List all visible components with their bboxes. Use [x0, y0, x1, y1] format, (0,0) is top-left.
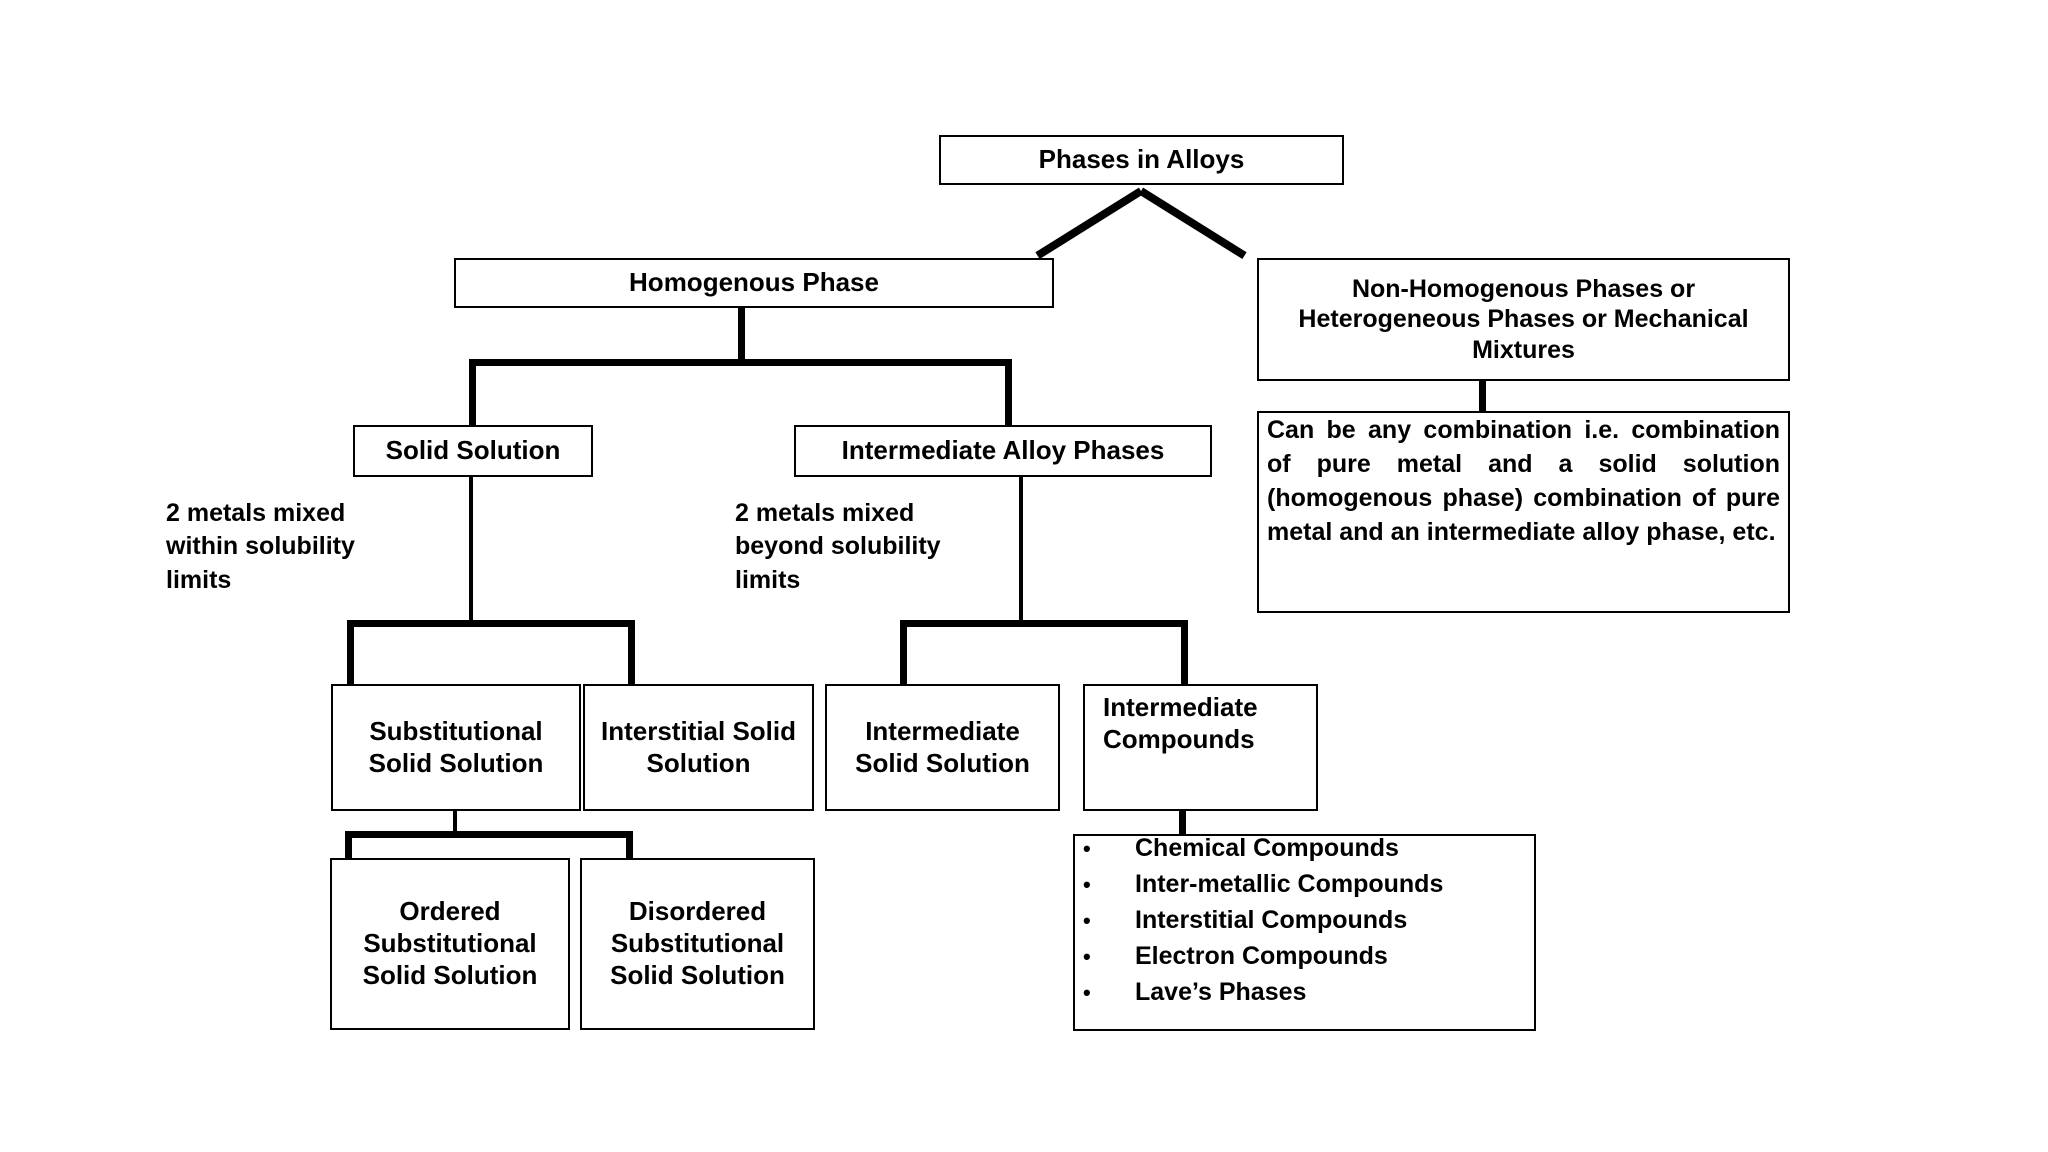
- connector-intermediate-compounds-to-list: [1179, 811, 1186, 838]
- list-item[interactable]: • Electron Compounds: [1083, 944, 1526, 969]
- node-substitutional-solid-solution[interactable]: Substitutional Solid Solution: [331, 684, 581, 811]
- note-intermediate-alloy-phases: 2 metals mixed beyond solubility limits: [735, 499, 941, 594]
- bullet-icon: •: [1083, 872, 1091, 897]
- node-solid-solution-label: Solid Solution: [385, 435, 561, 466]
- bullet-icon: •: [1083, 944, 1091, 969]
- node-disordered-substitutional-solid-solution[interactable]: Disordered Substitutional Solid Solution: [580, 858, 815, 1030]
- connector-bracket-to-interstitial: [628, 620, 635, 686]
- connector-root-to-non-homogenous: [1138, 187, 1247, 260]
- node-ordered-substitutional-solid-solution[interactable]: Ordered Substitutional Solid Solution: [330, 858, 570, 1030]
- node-compound-types-list[interactable]: • Chemical Compounds • Inter-metallic Co…: [1073, 834, 1536, 1031]
- node-disordered-substitutional-solid-solution-label: Disordered Substitutional Solid Solution: [610, 896, 785, 990]
- connector-intermediate-alloy-stem: [1019, 477, 1023, 624]
- node-non-homogenous-description[interactable]: Can be any combination i.e. combination …: [1257, 411, 1790, 613]
- node-solid-solution[interactable]: Solid Solution: [353, 425, 593, 477]
- node-phases-in-alloys[interactable]: Phases in Alloys: [939, 135, 1344, 185]
- connector-bracket-to-disordered: [626, 831, 633, 861]
- bullet-icon: •: [1083, 908, 1091, 933]
- node-intermediate-alloy-phases-label: Intermediate Alloy Phases: [841, 435, 1165, 466]
- list-item-label: Lave’s Phases: [1135, 978, 1307, 1006]
- node-non-homogenous-description-text: Can be any combination i.e. combination …: [1267, 416, 1780, 546]
- connector-intermediate-alloy-bracket: [900, 620, 1188, 627]
- connector-bracket-to-intermediate-compounds: [1181, 620, 1188, 686]
- compound-types-bullet-list: • Chemical Compounds • Inter-metallic Co…: [1075, 836, 1534, 1005]
- connector-homogenous-bracket: [469, 359, 1012, 366]
- node-interstitial-solid-solution[interactable]: Interstitial Solid Solution: [583, 684, 814, 811]
- node-non-homogenous-phases[interactable]: Non-Homogenous Phases or Heterogeneous P…: [1257, 258, 1790, 381]
- node-ordered-substitutional-solid-solution-label: Ordered Substitutional Solid Solution: [362, 896, 538, 990]
- bullet-icon: •: [1083, 980, 1091, 1005]
- node-intermediate-solid-solution[interactable]: Intermediate Solid Solution: [825, 684, 1060, 811]
- connector-bracket-to-solid-solution: [469, 359, 476, 427]
- node-homogenous-phase-label: Homogenous Phase: [629, 267, 879, 298]
- node-phases-in-alloys-label: Phases in Alloys: [1038, 144, 1245, 175]
- list-item[interactable]: • Inter-metallic Compounds: [1083, 872, 1526, 897]
- list-item[interactable]: • Interstitial Compounds: [1083, 908, 1526, 933]
- list-item[interactable]: • Lave’s Phases: [1083, 980, 1526, 1005]
- connector-non-homogenous-to-description: [1479, 381, 1486, 413]
- list-item-label: Electron Compounds: [1135, 942, 1388, 970]
- connector-solid-solution-stem: [469, 477, 473, 624]
- connector-bracket-to-intermediate-solid-solution: [900, 620, 907, 686]
- note-solid-solution: 2 metals mixed within solubility limits: [166, 499, 355, 594]
- node-intermediate-solid-solution-label: Intermediate Solid Solution: [855, 715, 1030, 778]
- list-item-label: Interstitial Compounds: [1135, 906, 1408, 934]
- node-substitutional-solid-solution-label: Substitutional Solid Solution: [368, 715, 544, 778]
- list-item-label: Chemical Compounds: [1135, 834, 1399, 862]
- connector-bracket-to-ordered: [345, 831, 352, 861]
- connector-solid-solution-bracket: [347, 620, 635, 627]
- connector-bracket-to-intermediate-alloy: [1005, 359, 1012, 427]
- connector-root-to-homogenous: [1035, 187, 1144, 260]
- connector-substitutional-stem: [453, 811, 457, 835]
- list-item[interactable]: • Chemical Compounds: [1083, 836, 1526, 861]
- node-interstitial-solid-solution-label: Interstitial Solid Solution: [600, 715, 797, 778]
- node-non-homogenous-phases-label: Non-Homogenous Phases or Heterogeneous P…: [1298, 274, 1749, 364]
- node-intermediate-compounds[interactable]: Intermediate Compounds: [1083, 684, 1318, 811]
- node-intermediate-compounds-label: Intermediate Compounds: [1103, 692, 1258, 754]
- connector-homogenous-stem: [738, 308, 745, 363]
- node-intermediate-alloy-phases[interactable]: Intermediate Alloy Phases: [794, 425, 1212, 477]
- node-homogenous-phase[interactable]: Homogenous Phase: [454, 258, 1054, 308]
- connector-substitutional-bracket: [345, 831, 633, 838]
- bullet-icon: •: [1083, 836, 1091, 861]
- list-item-label: Inter-metallic Compounds: [1135, 870, 1444, 898]
- connector-bracket-to-substitutional: [347, 620, 354, 686]
